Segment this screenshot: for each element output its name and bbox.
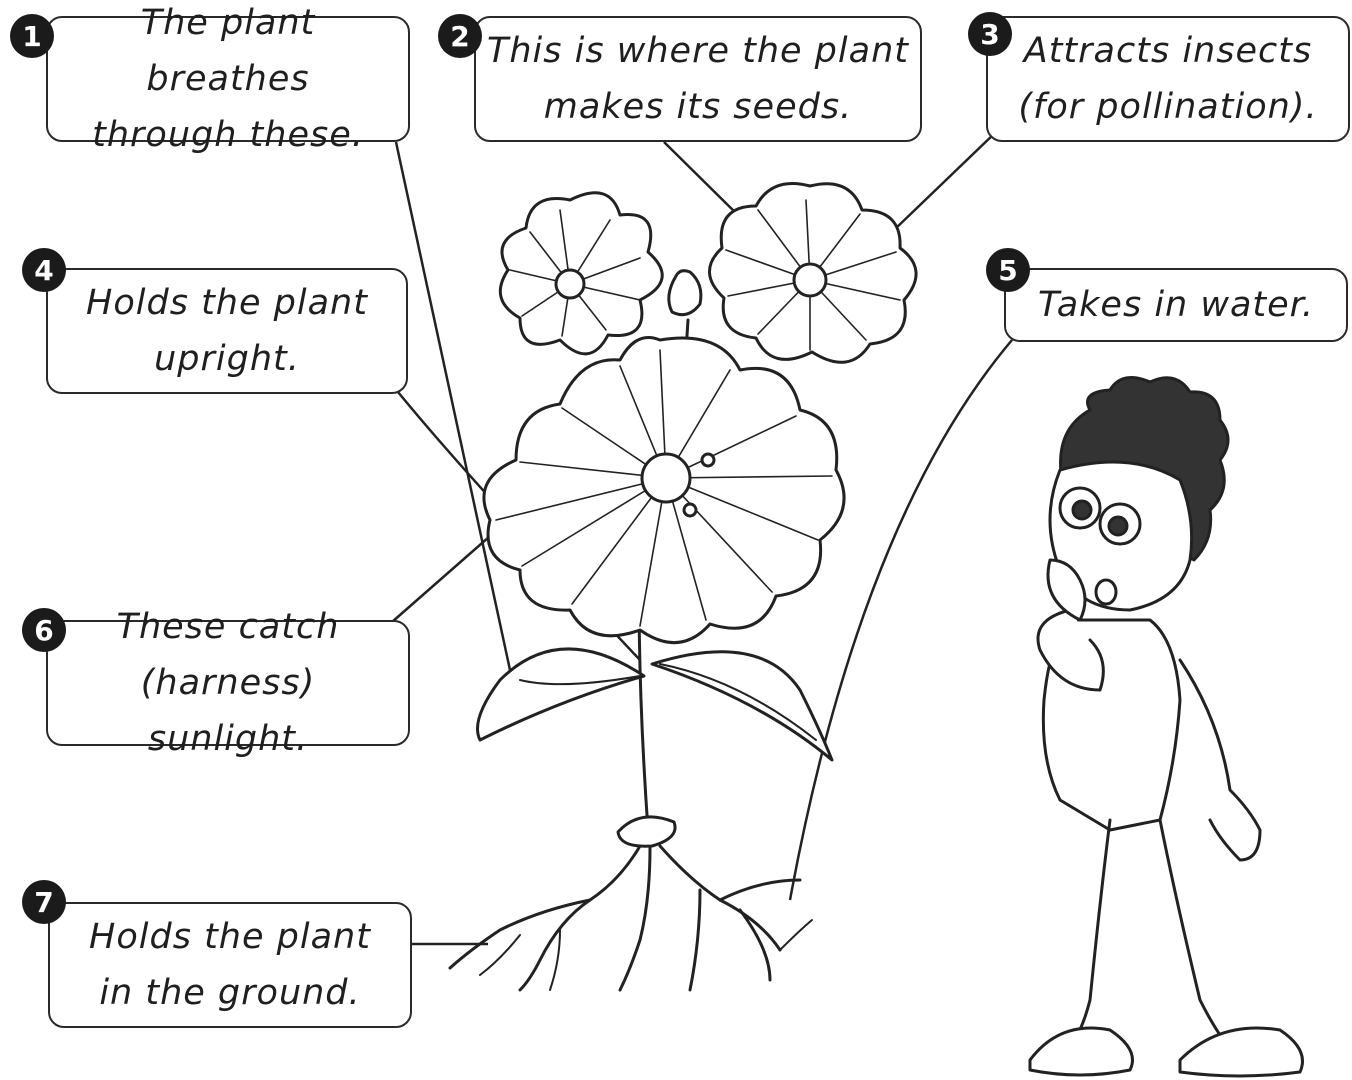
label-box-2: This is where the plant makes its seeds. — [474, 16, 922, 142]
flower-bud — [669, 271, 701, 315]
label-text-3: Attracts insects (for pollination). — [1018, 23, 1317, 135]
label-box-1: The plant breathes through these. — [46, 16, 410, 142]
label-box-6: These catch (harness) sunlight. — [46, 620, 410, 746]
flower-main — [484, 338, 844, 643]
flower-upper-left — [500, 193, 662, 354]
label-box-7: Holds the plant in the ground. — [48, 902, 412, 1028]
plant-leaf-left — [478, 649, 645, 740]
number-badge-7: 7 — [22, 880, 66, 924]
label-box-5: Takes in water. — [1004, 268, 1348, 342]
label-text-6: These catch (harness) sunlight. — [58, 599, 398, 767]
boy-shoe-left — [1030, 1028, 1133, 1075]
label-text-5: Takes in water. — [1038, 277, 1314, 333]
number-badge-1: 1 — [10, 14, 54, 58]
boy-arm-right — [1180, 660, 1260, 860]
number-badge-4: 4 — [22, 248, 66, 292]
flower-upper-right — [709, 184, 916, 363]
number-badge-6: 6 — [22, 608, 66, 652]
number-badge-2: 2 — [438, 14, 482, 58]
stem-base — [618, 817, 675, 846]
boy-shoe-right — [1180, 1028, 1303, 1076]
plant-roots — [450, 846, 812, 990]
label-text-4: Holds the plant upright. — [86, 275, 368, 387]
number-badge-3: 3 — [968, 12, 1012, 56]
label-box-3: Attracts insects (for pollination). — [986, 16, 1350, 142]
label-text-1: The plant breathes through these. — [58, 0, 398, 163]
plant-illustration — [450, 184, 916, 991]
boy-legs — [1060, 820, 1240, 1060]
label-box-4: Holds the plant upright. — [46, 268, 408, 394]
label-text-2: This is where the plant makes its seeds. — [487, 23, 909, 135]
leader-line-1 — [396, 142, 510, 670]
boy-illustration — [1030, 378, 1303, 1077]
number-badge-5: 5 — [986, 248, 1030, 292]
label-text-7: Holds the plant in the ground. — [89, 909, 371, 1021]
